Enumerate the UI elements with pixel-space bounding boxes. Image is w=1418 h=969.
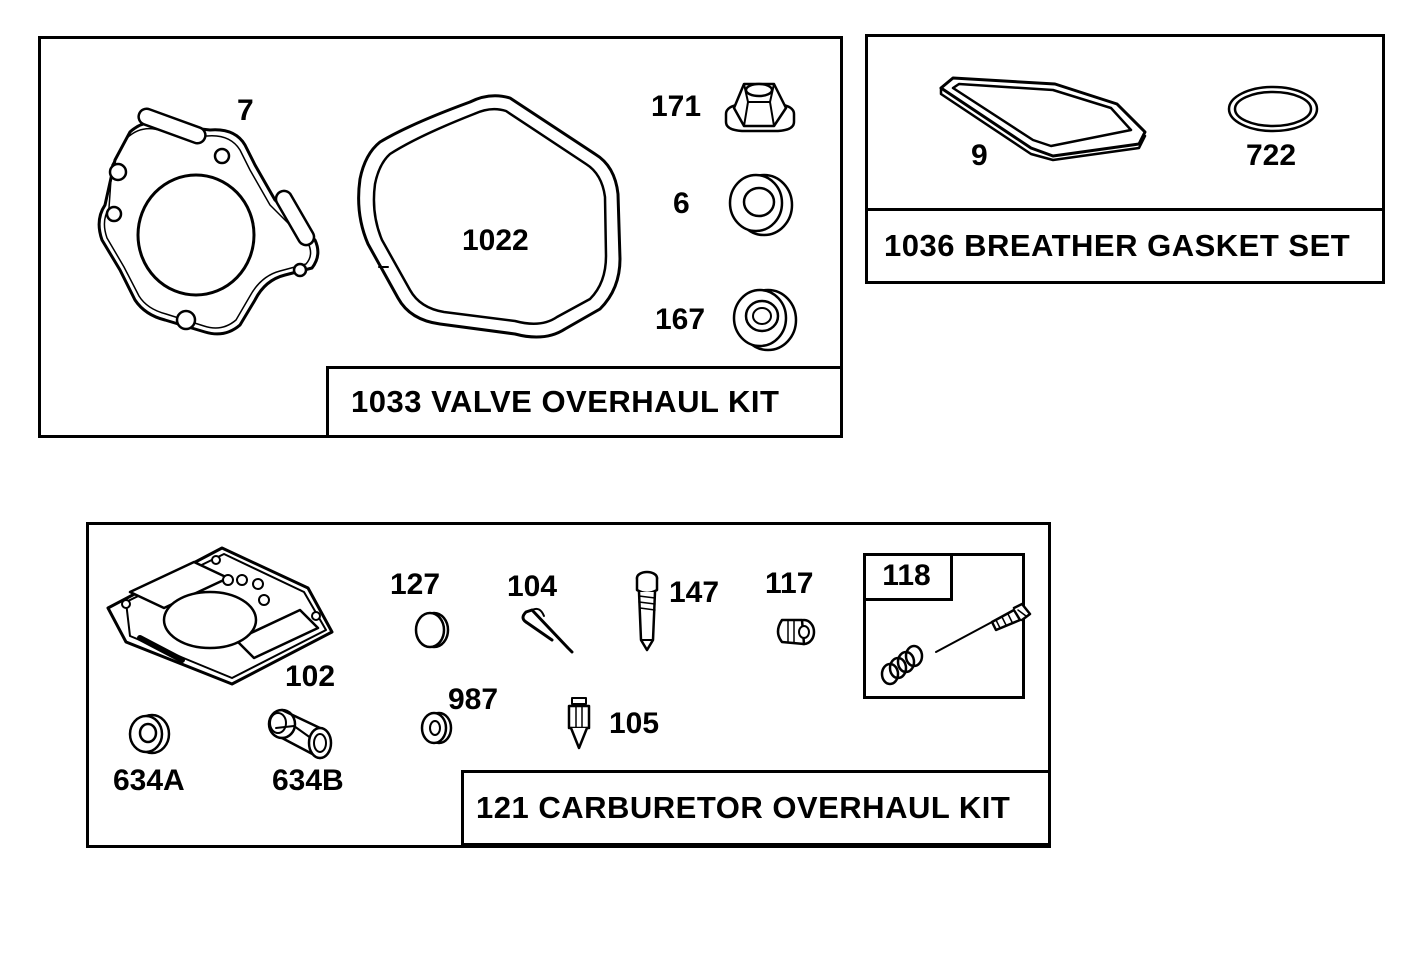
nut-part [724,82,796,133]
valve-overhaul-kit-title: 1033 VALVE OVERHAUL KIT [326,366,843,438]
main-jet-part [635,570,659,652]
grommet-part [732,288,798,352]
part-label-634b: 634B [272,764,344,797]
plug-part [776,618,816,646]
needle-valve-screw-part [935,602,1032,653]
part-label-634a: 634A [113,764,185,797]
part-label-147: 147 [669,576,720,609]
carburetor-overhaul-kit-title: 121 CARBURETOR OVERHAUL KIT [461,770,1051,846]
needle-valve-assembly-label: 118 [863,553,953,601]
seal-part [728,173,794,237]
part-label-9: 9 [971,139,988,172]
washer-part [420,711,453,745]
breather-gasket-set-title: 1036 BREATHER GASKET SET [865,208,1385,284]
part-label-6: 6 [673,187,690,220]
needle-valve-spring-part [880,644,924,686]
part-label-987: 987 [448,683,499,716]
part-label-7: 7 [237,94,254,127]
part-label-117: 117 [765,567,814,600]
needle-valve-assembly-box [863,553,1025,699]
o-ring-part [1227,85,1319,133]
part-label-127: 127 [390,568,441,601]
part-label-104: 104 [507,570,558,603]
part-label-102: 102 [285,660,336,693]
bushing-634b-part [267,708,333,760]
welch-plug-part [414,611,450,649]
part-label-171: 171 [651,90,702,123]
breather-gasket-part [939,76,1147,162]
inlet-needle-part [567,697,591,750]
part-label-167: 167 [655,303,706,336]
bushing-634a-part [128,713,171,755]
pin-part [521,607,574,654]
valve-cover-gasket-part [357,94,622,339]
part-label-105: 105 [609,707,660,740]
part-label-1022: 1022 [462,224,529,257]
carburetor-gasket-part [106,546,334,686]
part-label-722: 722 [1246,139,1297,172]
head-gasket-part [97,107,320,336]
